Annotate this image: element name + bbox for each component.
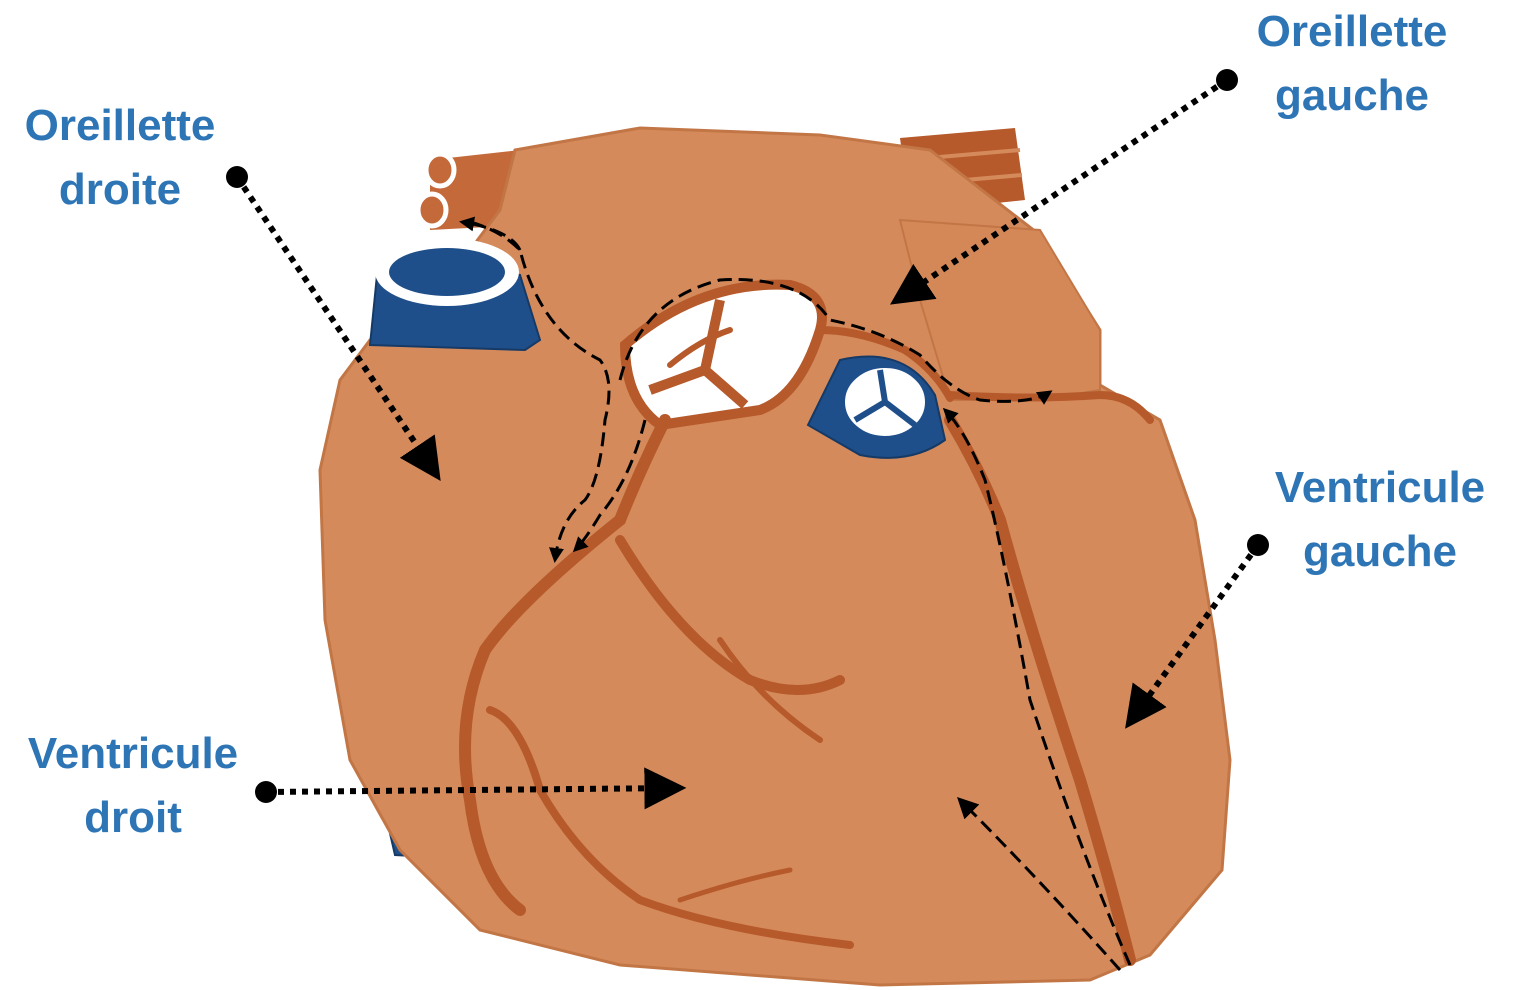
- label-line-2: droit: [8, 786, 258, 850]
- pointer-ventricule-droit: [266, 788, 678, 792]
- label-line-2: gauche: [1260, 520, 1500, 584]
- label-line-2: droite: [0, 158, 240, 222]
- label-line-1: Oreillette: [0, 94, 240, 158]
- label-line-1: Ventricule: [1260, 456, 1500, 520]
- label-ventricule-gauche: Ventricule gauche: [1260, 456, 1500, 584]
- label-line-2: gauche: [1232, 64, 1472, 128]
- label-oreillette-gauche: Oreillette gauche: [1232, 0, 1472, 128]
- label-ventricule-droit: Ventricule droit: [8, 722, 258, 850]
- dot-ventricule-droit: [255, 781, 277, 803]
- label-line-1: Oreillette: [1232, 0, 1472, 64]
- label-line-1: Ventricule: [8, 722, 258, 786]
- label-oreillette-droite: Oreillette droite: [0, 94, 240, 222]
